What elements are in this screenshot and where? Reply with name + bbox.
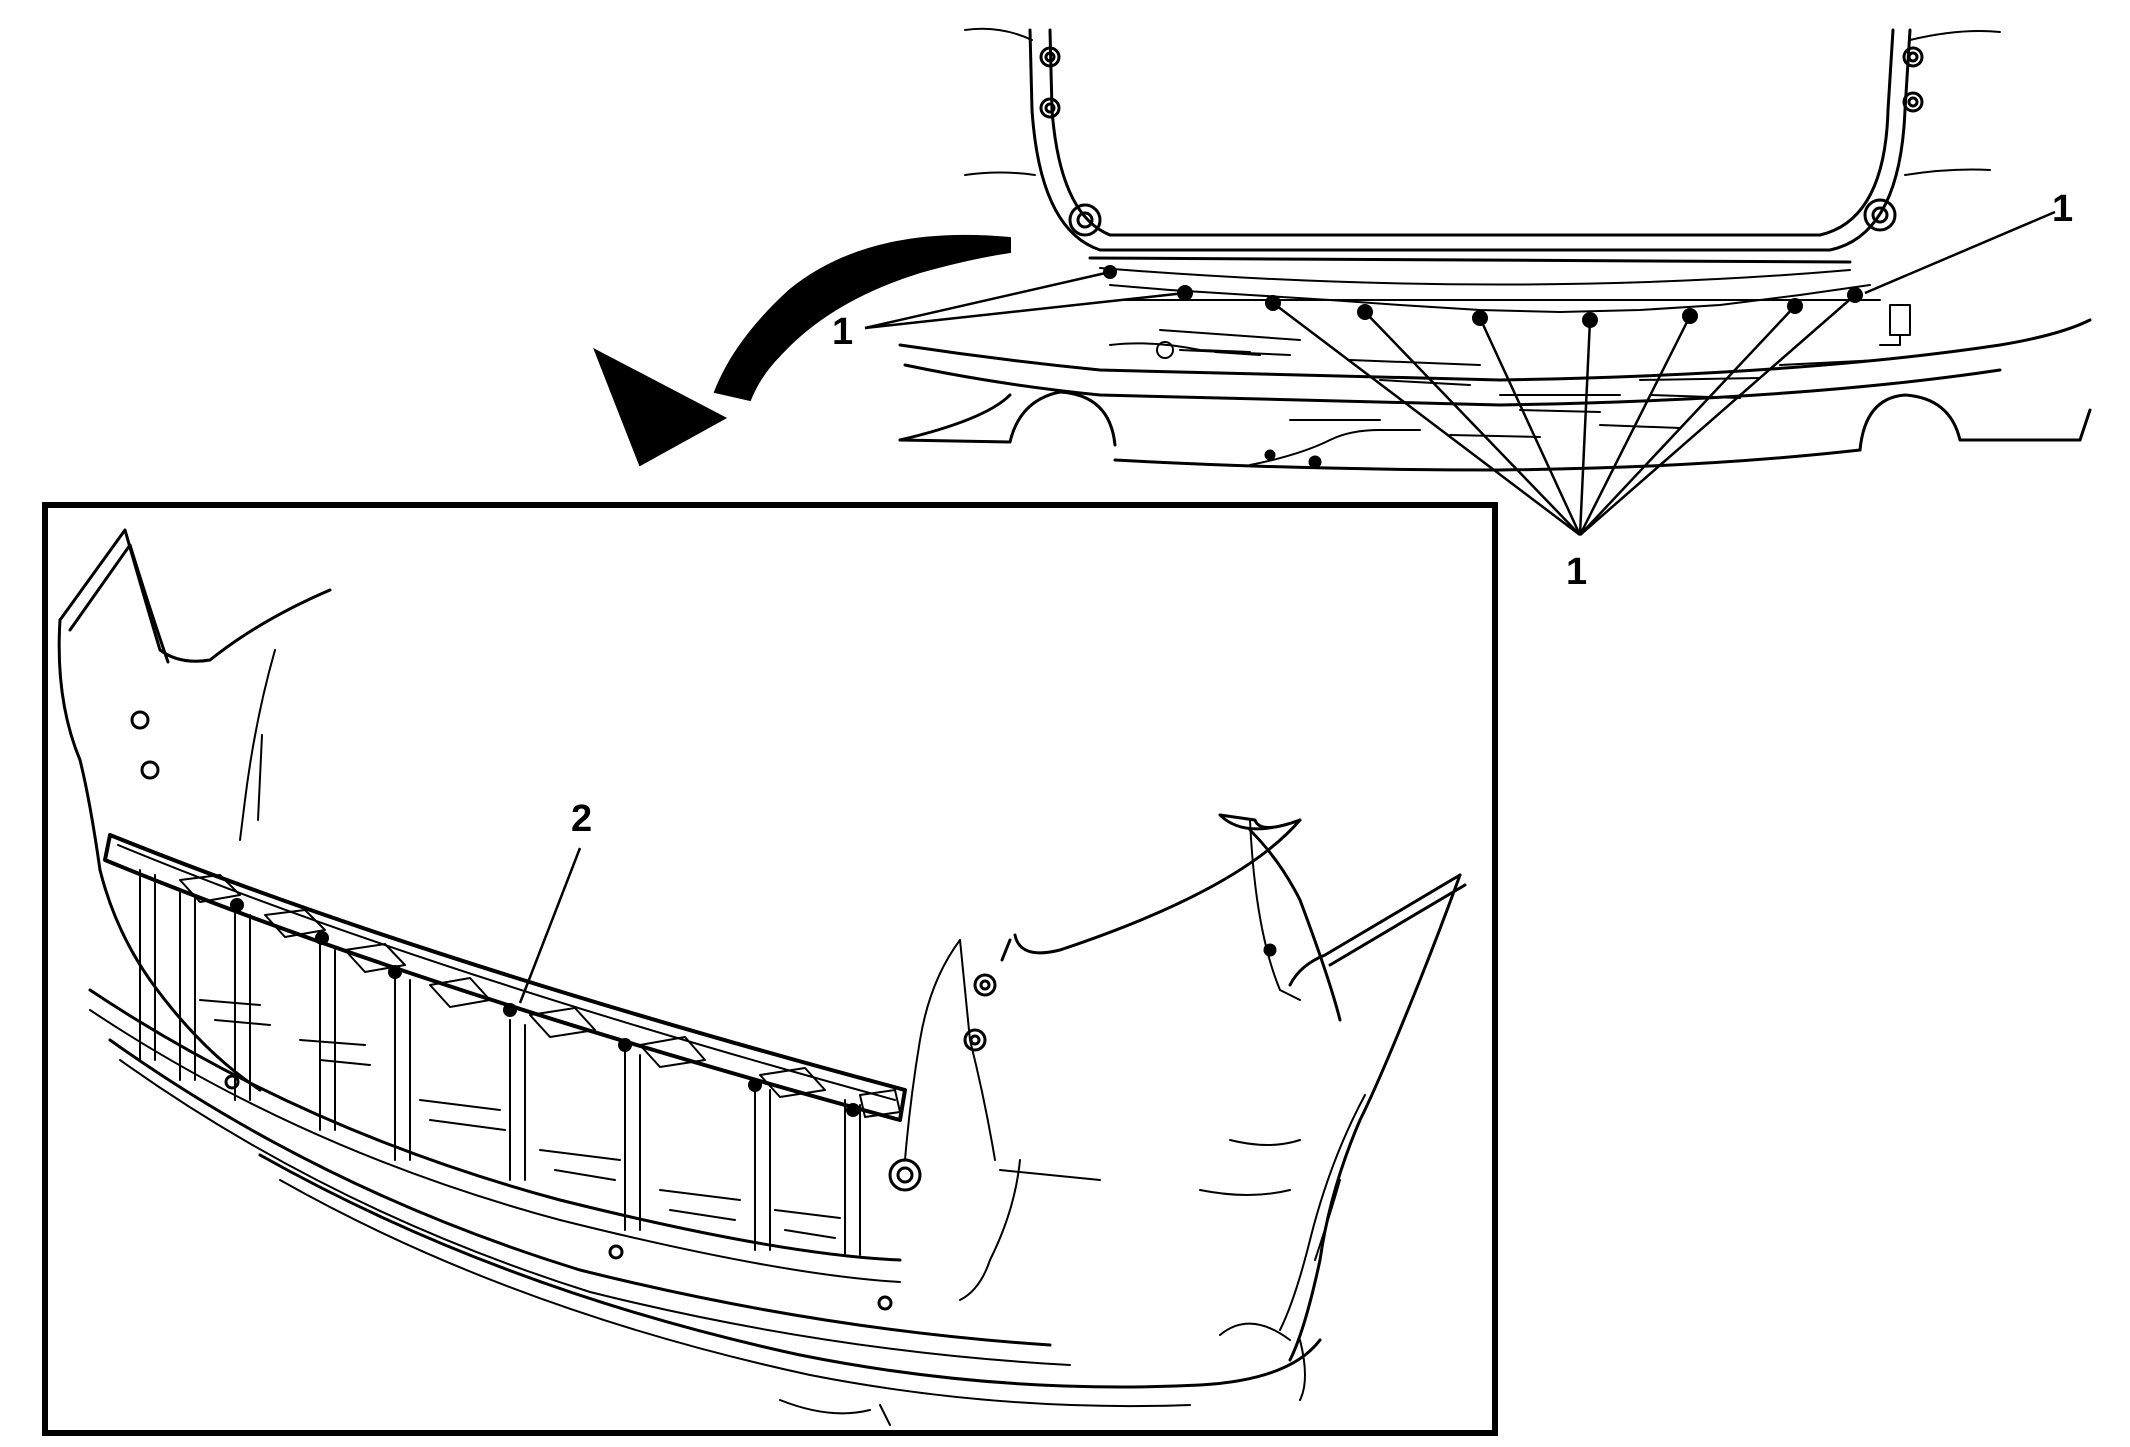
leader-line-bracket [518, 847, 582, 1004]
callout-fastener-left: 1 [832, 311, 854, 353]
callout-fastener-right: 1 [2052, 188, 2074, 230]
overview-rear-fascia [898, 27, 2092, 472]
callout-grille-bracket: 2 [571, 798, 593, 840]
removal-direction-arrow [593, 234, 1011, 467]
leader-lines-fasteners [864, 210, 2056, 536]
detail-view-frame [42, 502, 1498, 1436]
detail-fascia [57, 528, 1467, 1426]
callout-fastener-bottom: 1 [1566, 551, 1588, 593]
